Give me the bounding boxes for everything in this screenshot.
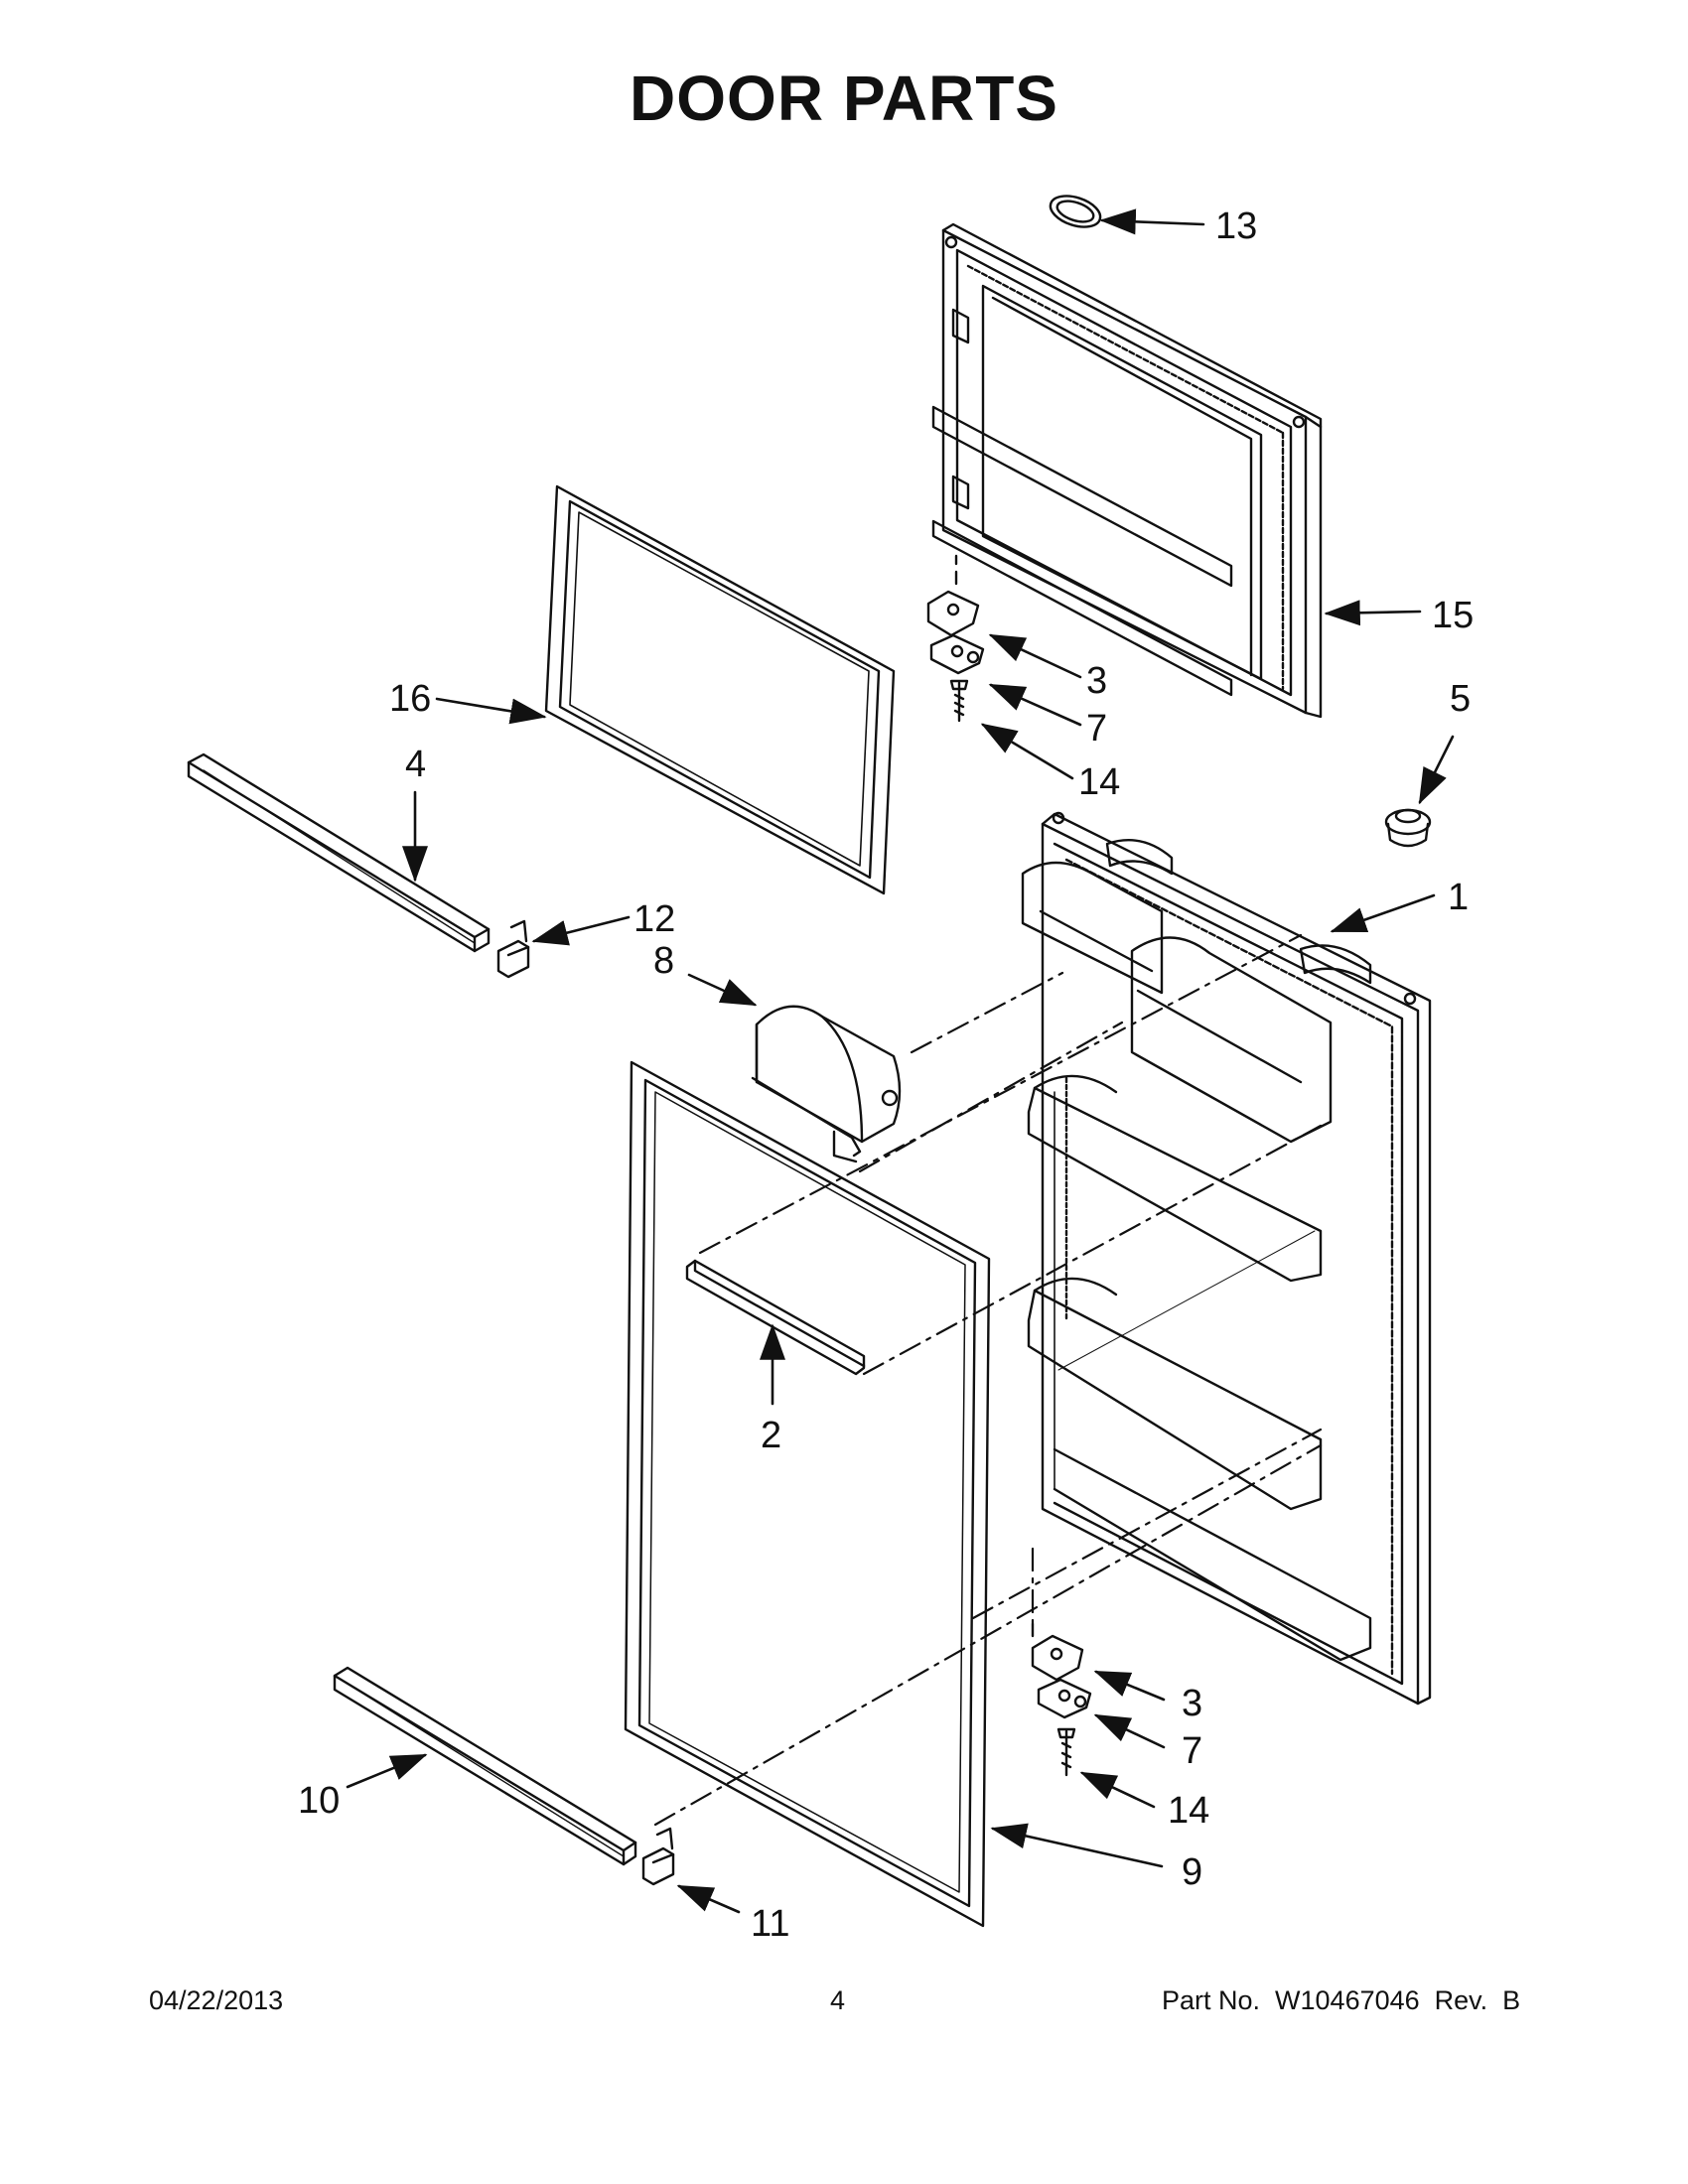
gasket-ring-part	[1049, 195, 1102, 228]
callout-3-lower: 3	[1182, 1683, 1202, 1724]
callout-4: 4	[405, 744, 426, 785]
callout-14: 14	[1078, 761, 1120, 803]
callout-7-lower: 7	[1182, 1730, 1202, 1772]
lower-hinge-part	[1031, 1616, 1092, 1777]
page-title: DOOR PARTS	[630, 63, 1058, 134]
callout-15: 15	[1432, 595, 1474, 636]
footer-part-number: Part No. W10467046 Rev. B	[1162, 1985, 1521, 2015]
assembly-lines	[653, 933, 1323, 1827]
end-cap-upper-part	[496, 919, 530, 979]
freezer-gasket-part	[544, 484, 896, 895]
dairy-door-bin-part	[751, 1005, 902, 1163]
fresh-food-gasket-part	[624, 1060, 991, 1928]
callout-1: 1	[1448, 877, 1469, 918]
callout-13: 13	[1215, 205, 1257, 247]
leader-arrows	[346, 208, 1455, 1914]
freezer-door-part	[931, 222, 1323, 719]
callout-9: 9	[1182, 1851, 1202, 1893]
callout-5: 5	[1450, 678, 1471, 720]
callout-14-lower: 14	[1168, 1790, 1209, 1832]
end-cap-lower-part	[641, 1827, 675, 1886]
footer-page-number: 4	[830, 1985, 846, 2015]
gasket-trim-part	[685, 1259, 866, 1376]
callout-7: 7	[1086, 708, 1107, 750]
callout-2: 2	[761, 1415, 781, 1456]
plug-button-part	[1384, 808, 1432, 848]
fresh-food-handle-trim-part	[333, 1666, 637, 1866]
callout-labels: 13 15 3 7 14 5 16 4 12 1 8 2 3 7 14 10 9…	[298, 205, 1474, 1945]
upper-hinge-part	[926, 554, 985, 723]
refrigerator-door-part	[1021, 811, 1432, 1706]
footer-date: 04/22/2013	[149, 1985, 284, 2015]
callout-11: 11	[751, 1903, 789, 1945]
callout-16: 16	[389, 678, 431, 720]
callout-10: 10	[298, 1780, 340, 1822]
callout-8: 8	[653, 940, 674, 982]
freezer-handle-trim-part	[187, 752, 491, 953]
callout-3: 3	[1086, 660, 1107, 702]
callout-12: 12	[633, 898, 675, 940]
